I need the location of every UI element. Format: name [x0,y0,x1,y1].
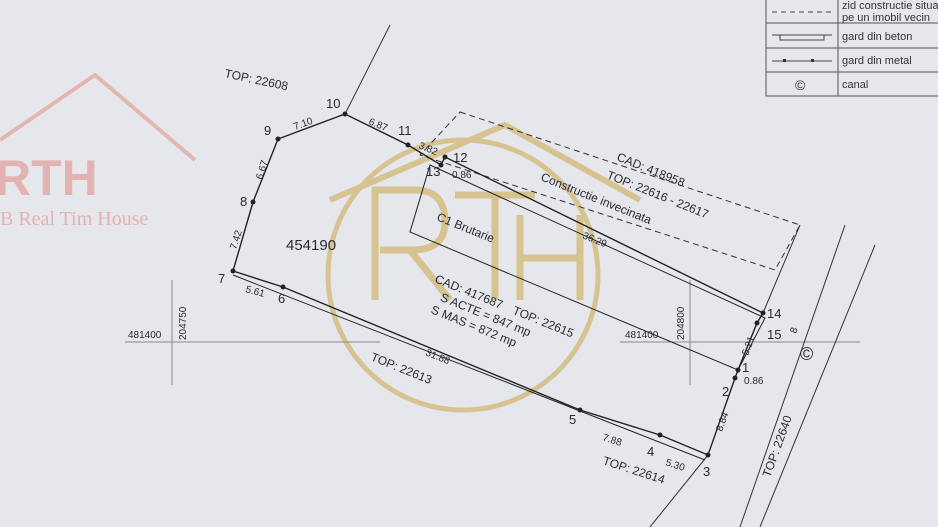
legend-label-wall-2: pe un imobil vecin [842,12,930,24]
dim-6-5: 31.88 [424,348,452,368]
neighbor-lines [344,24,876,527]
grid-y-label-right: 204800 [676,306,687,340]
dim-3-2: 8.84 [714,411,731,433]
point-10: 10 [326,96,340,111]
point-7: 7 [218,271,225,286]
concrete-fence-south [232,274,706,461]
legend-metal-fence-icon [772,59,832,62]
point-13: 13 [426,164,440,179]
legend-label-wall-1: zid constructie situata [842,0,938,12]
neighbor-top-s: TOP: 22614 [601,454,667,487]
point-11: 11 [398,123,412,138]
legend-canal-icon: © [795,77,806,93]
dim-15-14: 8 [788,326,800,335]
grid-x-label-right: 481400 [625,330,659,341]
point-5: 5 [569,412,576,427]
parcel-id: 454190 [286,237,336,254]
neighbor-top-e: TOP: 22640 [760,413,795,479]
legend-concrete-fence-icon [772,34,832,41]
point-6: 6 [278,291,285,306]
watermark-name: B Real Tim House [0,208,148,230]
canal-symbol-icon: © [800,344,813,364]
point-12: 12 [453,150,467,165]
point-8: 8 [240,194,247,209]
grid-x-label-left: 481400 [128,330,162,341]
dim-7-6: 5.61 [244,284,266,300]
watermark: RTH B Real Tim House [0,72,642,413]
dim-13-12: 0.86 [452,170,472,181]
legend-label-canal: canal [842,79,868,91]
dim-10-9: 7.10 [292,116,314,133]
parcel-boundary [232,113,764,456]
point-3: 3 [703,464,710,479]
watermark-roof-left [0,72,197,162]
dim-5-4: 7.88 [601,432,623,449]
legend: © zid constructie situata pe un imobil v… [765,0,938,97]
neighbor-top-nw: TOP: 22608 [223,66,289,93]
point-1: 1 [742,360,749,375]
point-14: 14 [767,306,781,321]
dim-4-3: 5.30 [664,457,686,474]
legend-label-concrete: gard din beton [842,31,912,43]
point-4: 4 [647,444,654,459]
watermark-monogram-logo [371,186,584,303]
dim-1-15: 5.21 [740,335,757,357]
grid-y-label-left: 204750 [178,306,189,340]
dim-2-1: 0.86 [744,376,764,387]
dim-11-10: 6.87 [367,117,390,135]
point-9: 9 [264,123,271,138]
watermark-brand: RTH [0,150,98,206]
watermark-roof [328,121,642,203]
legend-label-metal: gard din metal [842,55,912,67]
grid-lines [125,280,860,385]
point-2: 2 [722,384,729,399]
vertex-markers [230,111,766,458]
neighbor-building [419,111,801,271]
dim-9-8: 6.67 [254,159,271,181]
point-15: 15 [767,327,781,342]
